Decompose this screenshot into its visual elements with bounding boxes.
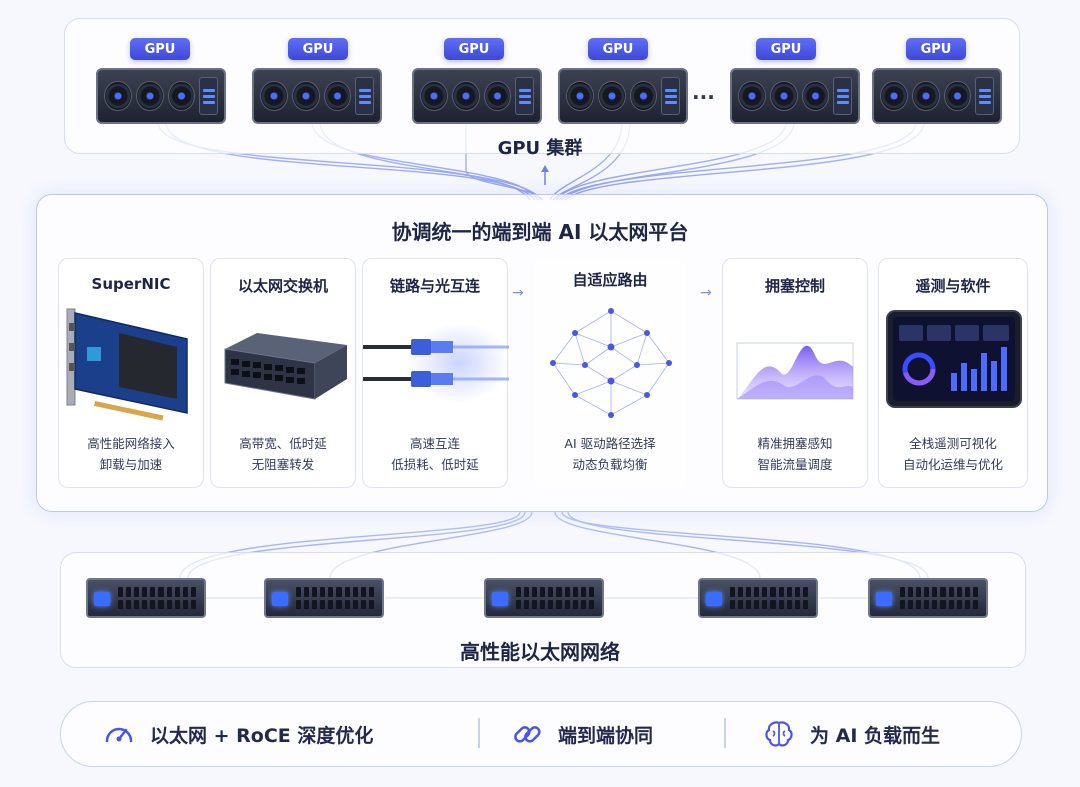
- feature-roce: 以太网 + RoCE 深度优化: [102, 718, 373, 750]
- card-title: 以太网交换机: [237, 277, 328, 295]
- card-desc-line: 低损耗、低时延: [391, 457, 479, 472]
- card-desc-line: 卸载与加速: [99, 457, 163, 472]
- brain-icon: [762, 717, 796, 751]
- card-adaptive-routing: 自适应路由 AI 驱动路径选择 动态负载均衡: [534, 258, 686, 488]
- card-title: 拥塞控制: [764, 277, 825, 295]
- gpu-server: [252, 68, 382, 124]
- gpu-server: [96, 68, 226, 124]
- ethernet-switch-image: [211, 303, 355, 423]
- gpu-server: [558, 68, 688, 124]
- network-switch: [264, 578, 384, 618]
- card-supernic: SuperNIC 高性能网络接入 卸载与加速: [58, 258, 204, 488]
- card-description: 精准拥塞感知 智能流量调度: [723, 433, 867, 475]
- card-desc-line: 全栈遥测可视化: [909, 436, 997, 451]
- gpu-badge: GPU: [588, 38, 648, 60]
- network-switch: [86, 578, 206, 618]
- card-desc-line: 动态负载均衡: [572, 457, 648, 472]
- divider: [724, 718, 726, 748]
- feature-label: 为 AI 负载而生: [810, 724, 941, 747]
- card-links-optical: 链路与光互连 高速互连 低损耗、低时延: [362, 258, 509, 488]
- card-desc-line: 智能流量调度: [757, 457, 833, 472]
- divider: [478, 718, 480, 748]
- gpu-server: [730, 68, 860, 124]
- arrow-right-icon: →: [512, 285, 524, 301]
- feature-end-to-end: 端到端协同: [510, 718, 653, 750]
- gpu-badge: GPU: [444, 38, 504, 60]
- supernic-card-image: [59, 303, 203, 423]
- card-title: SuperNIC: [91, 275, 171, 293]
- card-desc-line: 精准拥塞感知: [757, 436, 833, 451]
- card-desc-line: 自动化运维与优化: [902, 457, 1003, 472]
- dashboard-tablet-image: [879, 303, 1027, 423]
- gpu-server: [872, 68, 1002, 124]
- gpu-badge: GPU: [906, 38, 966, 60]
- gpu-server: [412, 68, 542, 124]
- features-bar: [60, 701, 1022, 767]
- gpu-cluster-label: GPU 集群: [497, 138, 583, 159]
- card-description: 高速互连 低损耗、低时延: [363, 433, 507, 475]
- card-desc-line: 无阻塞转发: [251, 457, 315, 472]
- card-desc-line: 高带宽、低时延: [239, 436, 327, 451]
- card-desc-line: 高性能网络接入: [87, 436, 175, 451]
- ellipsis: ...: [692, 80, 715, 104]
- card-description: AI 驱动路径选择 动态负载均衡: [535, 433, 685, 475]
- card-congestion-control: 拥塞控制 精准拥塞感知 智能流量调度: [722, 258, 868, 488]
- feature-ai-workload: 为 AI 负载而生: [762, 718, 940, 750]
- feature-label: 以太网 + RoCE 深度优化: [150, 724, 374, 747]
- wave-chart-image: [723, 303, 867, 423]
- card-description: 高带宽、低时延 无阻塞转发: [211, 433, 355, 475]
- card-description: 全栈遥测可视化 自动化运维与优化: [879, 433, 1027, 475]
- speedometer-icon: [102, 717, 136, 751]
- network-sphere-image: [535, 303, 685, 423]
- network-switch: [484, 578, 604, 618]
- card-telemetry-software: 遥测与软件 全栈遥测可视化 自动化运维与优化: [878, 258, 1028, 488]
- network-switch: [698, 578, 818, 618]
- card-desc-line: AI 驱动路径选择: [564, 436, 656, 451]
- platform-title: 协调统一的端到端 AI 以太网平台: [391, 220, 689, 244]
- feature-label: 端到端协同: [558, 724, 654, 747]
- network-label: 高性能以太网网络: [460, 640, 620, 664]
- card-title: 链路与光互连: [389, 277, 480, 295]
- optical-cable-image: [363, 303, 509, 423]
- gpu-badge: GPU: [130, 38, 190, 60]
- card-desc-line: 高速互连: [409, 436, 460, 451]
- card-title: 遥测与软件: [915, 277, 991, 295]
- arrow-right-icon: →: [700, 285, 712, 301]
- card-ethernet-switch: 以太网交换机 高带宽、低时延 无阻塞转发: [210, 258, 356, 488]
- network-switch: [868, 578, 988, 618]
- link-icon: [510, 717, 544, 751]
- gpu-badge: GPU: [288, 38, 348, 60]
- gpu-badge: GPU: [756, 38, 816, 60]
- card-description: 高性能网络接入 卸载与加速: [59, 433, 203, 475]
- card-title: 自适应路由: [572, 271, 648, 289]
